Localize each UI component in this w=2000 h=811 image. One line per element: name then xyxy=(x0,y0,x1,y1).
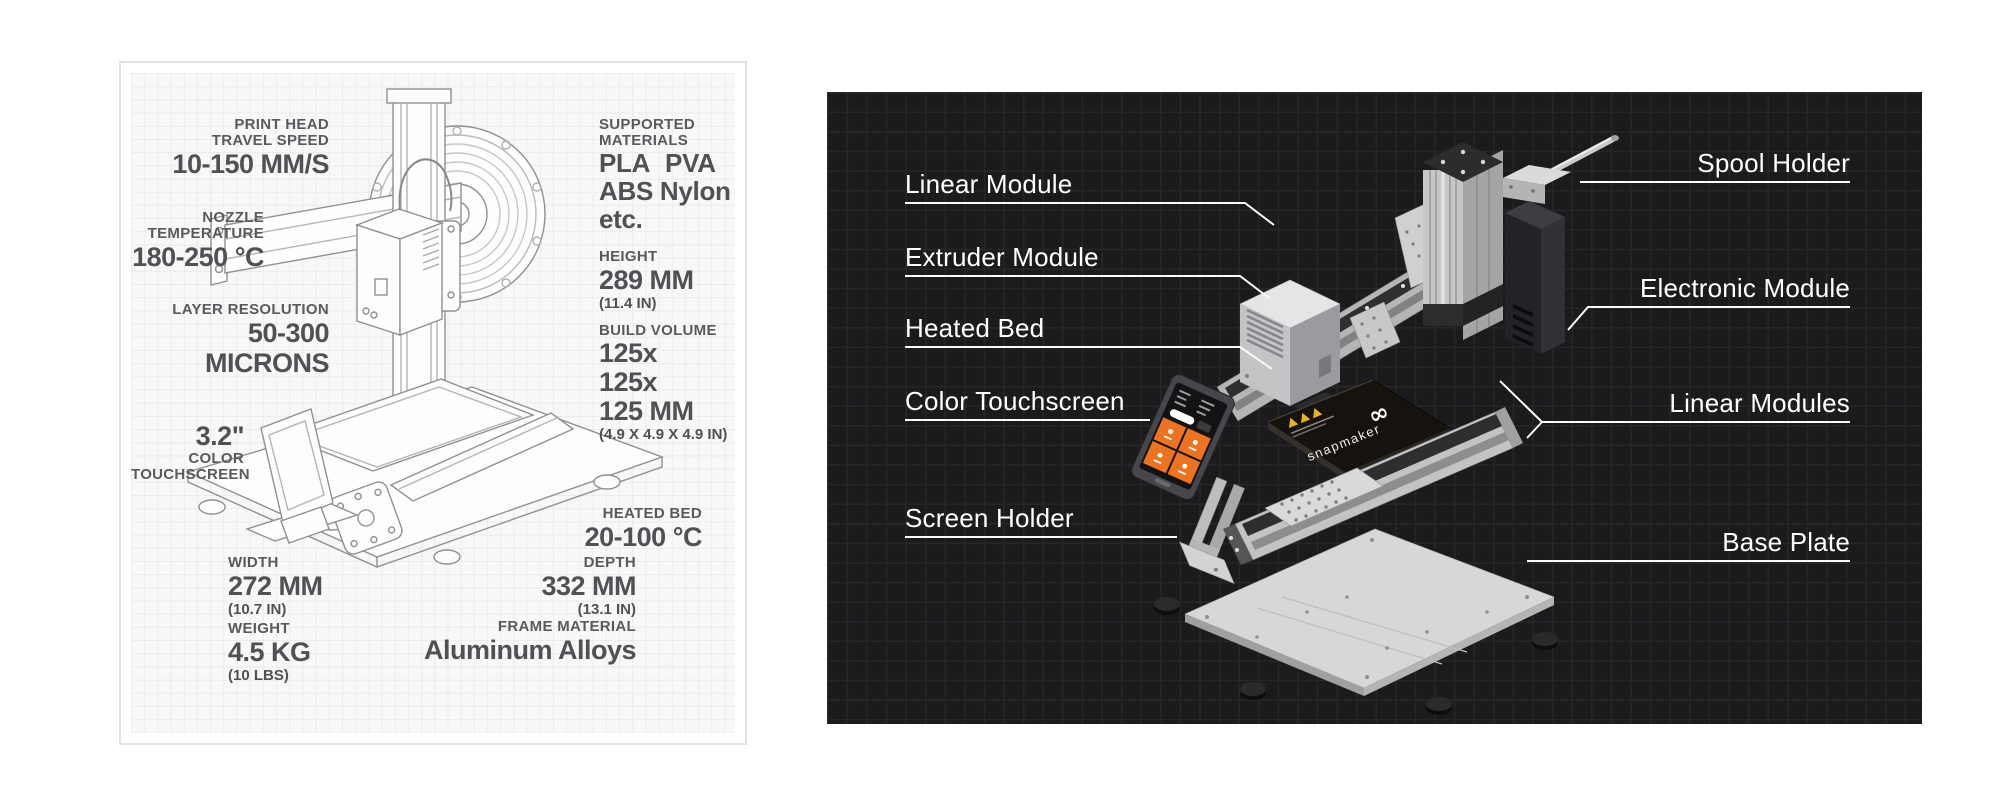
exploded-view-illustration: ∞ snapmaker xyxy=(905,135,1850,715)
spec-value: 125x xyxy=(599,367,658,397)
spec-label: HEIGHT xyxy=(599,248,658,265)
spec-sheet-panel: PRINT HEAD TRAVEL SPEED 10-150 MM/S NOZZ… xyxy=(119,61,747,745)
spec-supported-materials: SUPPORTED MATERIALS PLA PVA ABS Nylon et… xyxy=(599,116,749,234)
spec-build-volume: BUILD VOLUME 125x 125x 125 MM (4.9 X 4.9… xyxy=(599,322,749,444)
spec-value: 10-150 MM/S xyxy=(172,149,329,179)
spec-frame-material: FRAME MATERIAL Aluminum Alloys xyxy=(421,618,637,666)
spec-value: 4.5 KG xyxy=(228,637,311,667)
spec-width: WIDTH 272 MM (10.7 IN) xyxy=(228,554,378,619)
spec-weight: WEIGHT 4.5 KG (10 LBS) xyxy=(228,620,378,685)
spec-depth: DEPTH 332 MM (13.1 IN) xyxy=(486,554,636,619)
spec-subvalue: (11.4 IN) xyxy=(599,295,657,312)
spec-value: PLA PVA xyxy=(599,148,716,178)
extruder-module-part xyxy=(1239,279,1341,413)
spec-travel-speed: PRINT HEAD TRAVEL SPEED 10-150 MM/S xyxy=(151,116,329,180)
touchscreen-drawing xyxy=(244,408,360,544)
label-color-touchscreen: Color Touchscreen xyxy=(905,386,1125,416)
label-extruder-module: Extruder Module xyxy=(905,242,1099,272)
spool-holder-part xyxy=(1503,135,1619,204)
label-linear-module: Linear Module xyxy=(905,169,1073,199)
color-touchscreen-part xyxy=(1131,374,1235,500)
spec-heated-bed: HEATED BED 20-100 °C xyxy=(552,505,703,553)
spec-value: 50-300 xyxy=(247,318,330,348)
spec-label: PRINT HEAD xyxy=(234,116,329,133)
label-electronic-module: Electronic Module xyxy=(1639,273,1850,303)
rubber-feet-part xyxy=(1154,597,1558,715)
spec-subvalue: (4.9 X 4.9 X 4.9 IN) xyxy=(599,426,728,443)
spec-label: TRAVEL SPEED xyxy=(211,132,329,149)
build-plate-drawing xyxy=(278,378,536,472)
label-spool-holder: Spool Holder xyxy=(1697,148,1850,178)
spec-label: TOUCHSCREEN xyxy=(131,466,250,483)
exploded-view-panel: ∞ snapmaker xyxy=(827,92,1922,724)
y-linear-module-part xyxy=(1223,407,1523,565)
label-screen-holder: Screen Holder xyxy=(905,503,1074,533)
base-plate-part xyxy=(1184,528,1555,696)
y-rail-drawing xyxy=(329,412,575,555)
label-linear-modules: Linear Modules xyxy=(1669,388,1850,418)
spec-value: MICRONS xyxy=(205,348,330,378)
spec-value: 180-250 °C xyxy=(132,242,264,272)
spec-label: COLOR xyxy=(188,450,244,467)
leader-line-linear-module xyxy=(905,202,1275,226)
print-head-drawing xyxy=(354,208,445,337)
spec-value: Aluminum Alloys xyxy=(423,635,637,665)
spec-label: TEMPERATURE xyxy=(147,225,264,242)
leader-lines xyxy=(905,181,1850,562)
z-linear-module-part xyxy=(1423,142,1503,340)
leader-line-electronic-module xyxy=(1567,306,1850,331)
spec-label: FRAME MATERIAL xyxy=(497,618,636,635)
leader-line-extruder-module xyxy=(905,275,1270,299)
spec-label: BUILD VOLUME xyxy=(599,322,717,339)
spec-nozzle-temperature: NOZZLE TEMPERATURE 180-250 °C xyxy=(129,209,264,273)
spec-label: MATERIALS xyxy=(599,132,689,149)
spec-layer-resolution: LAYER RESOLUTION 50-300 MICRONS xyxy=(151,301,330,379)
spec-value: 125 MM xyxy=(599,396,694,426)
spec-value: 289 MM xyxy=(599,265,694,295)
bowden-tube-drawing xyxy=(398,158,453,212)
spec-label: WIDTH xyxy=(228,554,279,571)
spec-value: 332 MM xyxy=(541,571,636,601)
printer-line-drawing xyxy=(185,88,665,569)
spec-height: HEIGHT 289 MM (11.4 IN) xyxy=(599,248,749,313)
spec-label: WEIGHT xyxy=(228,620,290,637)
spec-subvalue: (10.7 IN) xyxy=(228,601,287,618)
spec-value: 125x xyxy=(599,338,658,368)
spec-value: 20-100 °C xyxy=(584,522,703,552)
electronic-module-part xyxy=(1505,201,1565,354)
spec-value: 3.2" xyxy=(195,421,245,451)
spec-value: 272 MM xyxy=(228,571,323,601)
screen-holder-part xyxy=(1179,476,1245,585)
leader-line-heated-bed xyxy=(905,346,1273,370)
spec-value: etc. xyxy=(599,204,643,234)
spec-value: ABS Nylon xyxy=(599,176,731,206)
spec-touchscreen-size: 3.2" COLOR TOUCHSCREEN xyxy=(131,421,250,483)
spec-label: NOZZLE xyxy=(202,209,264,226)
spec-subvalue: (10 LBS) xyxy=(228,667,289,684)
label-heated-bed: Heated Bed xyxy=(905,313,1045,343)
spec-label: LAYER RESOLUTION xyxy=(172,301,329,318)
spec-subvalue: (13.1 IN) xyxy=(577,601,636,618)
spec-label: HEATED BED xyxy=(602,505,702,522)
label-base-plate: Base Plate xyxy=(1722,527,1850,557)
leader-line-linear-modules-fork xyxy=(1526,421,1543,439)
bed-warning-icons xyxy=(1289,408,1335,438)
spec-label: SUPPORTED xyxy=(599,116,696,133)
spec-label: DEPTH xyxy=(583,554,636,571)
